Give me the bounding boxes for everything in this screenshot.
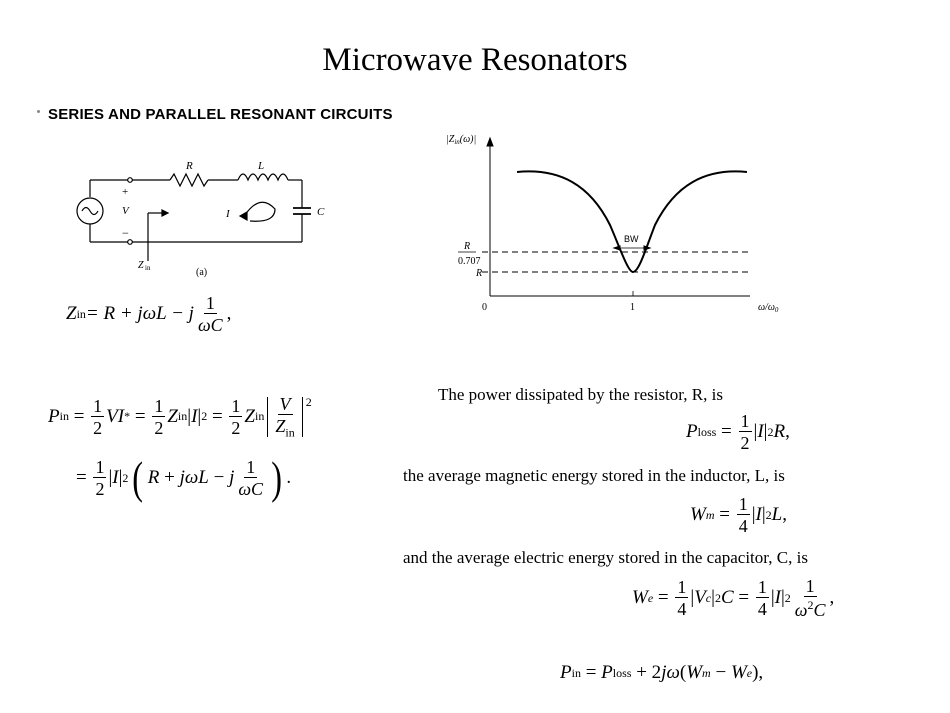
- series-rlc-circuit-diagram: R L C + V − I Z in (a): [76, 160, 325, 278]
- tick-r: R: [475, 268, 482, 279]
- inductor: [237, 173, 289, 182]
- impedance-magnitude-plot: |Zin(ω)| BW R 0.707 R 0 1 ω/ω0: [446, 134, 779, 314]
- tick-zero: 0: [482, 302, 487, 313]
- section-heading: SERIES AND PARALLEL RESONANT CIRCUITS: [48, 106, 393, 123]
- y-axis-label: |Zin(ω)|: [446, 134, 476, 146]
- tick-0707: 0.707: [458, 256, 481, 267]
- x-axis-label: ω/ω0: [758, 302, 779, 314]
- tick-one: 1: [630, 302, 635, 313]
- resistor: [169, 172, 209, 188]
- terminal-bottom: [127, 239, 133, 245]
- zin-subscript: in: [145, 264, 151, 272]
- voltage-label: V: [122, 205, 130, 217]
- text-electric-energy: and the average electric energy stored i…: [403, 548, 808, 567]
- minus-sign: −: [122, 226, 129, 240]
- capacitor-label: C: [317, 206, 325, 218]
- text-magnetic-energy: the average magnetic energy stored in th…: [403, 466, 785, 485]
- impedance-curve: [516, 170, 748, 274]
- plus-sign: +: [122, 186, 128, 198]
- tick-r-over: R: [463, 241, 470, 252]
- inductor-label: L: [257, 160, 264, 172]
- bandwidth-label: BW: [624, 234, 639, 244]
- current-label: I: [225, 208, 231, 220]
- resistor-label: R: [185, 160, 193, 172]
- terminal-top: [127, 177, 133, 183]
- page-title: Microwave Resonators: [322, 42, 628, 78]
- figure-caption: (a): [196, 267, 207, 278]
- zin-label: Z: [138, 260, 144, 271]
- bullet-dot: [37, 110, 40, 113]
- text-power-resistor: The power dissipated by the resistor, R,…: [438, 385, 723, 404]
